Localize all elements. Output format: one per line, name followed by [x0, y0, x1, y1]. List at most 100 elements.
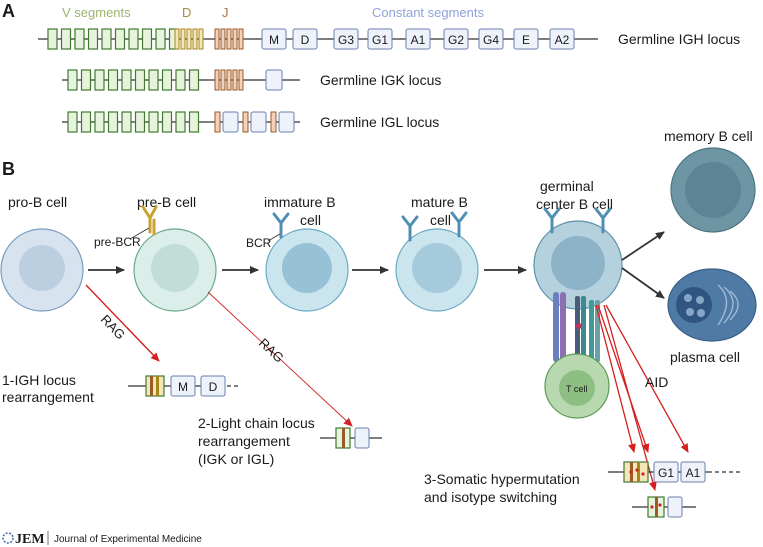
j-segment: [214, 69, 220, 91]
igh-constant-label: M: [269, 33, 279, 47]
v-segments-header: V segments: [62, 5, 131, 20]
v-segment: [87, 28, 99, 50]
t-cell: [544, 353, 610, 419]
mature-label-1: mature B: [411, 194, 468, 210]
igh-constant-label: G3: [338, 33, 354, 47]
igh-constant-a2: A2: [549, 28, 575, 50]
step2-line3: (IGK or IGL): [198, 451, 274, 467]
j-segment: [238, 69, 244, 91]
igh-constant-label: E: [522, 33, 530, 47]
journal-name: Journal of Experimental Medicine: [54, 534, 202, 545]
v-segment: [80, 111, 92, 133]
igk-locus-title: Germline IGK locus: [320, 72, 441, 88]
germinal-label-1: germinal: [540, 178, 594, 194]
igh-constant-m: M: [261, 28, 287, 50]
igh-constant-a1: A1: [405, 28, 431, 50]
d-segment: [198, 28, 204, 50]
igh-constant-g4: G4: [478, 28, 504, 50]
v-segment: [128, 28, 139, 50]
igh-constant-d: D: [292, 28, 318, 50]
plasma-cell: [667, 268, 757, 342]
igh-constant-g3: G3: [333, 28, 359, 50]
j-segment: [226, 69, 232, 91]
aid-label: AID: [645, 374, 668, 390]
memory-label: memory B cell: [664, 128, 753, 144]
plasma-label: plasma cell: [670, 349, 740, 365]
igh-constant-label: G1: [372, 33, 388, 47]
pro-b-cell: [0, 228, 84, 312]
igh-constant-label: D: [301, 33, 310, 47]
j-header: J: [222, 5, 229, 20]
v-segment: [60, 28, 72, 50]
igh-locus: M D G3 G1 A1 G2 G4 E A2: [38, 28, 598, 50]
v-segment: [101, 28, 112, 50]
panel-a-label: A: [2, 1, 15, 21]
step1-line1: 1-IGH locus: [2, 372, 76, 388]
panel-b-label: B: [2, 159, 15, 179]
step1-line2: rearrangement: [2, 389, 94, 405]
v-segment: [188, 111, 200, 133]
igh-constant-label: A1: [411, 33, 426, 47]
d-segment: [180, 28, 186, 50]
mature-bcr-receptors: [401, 211, 468, 242]
mature-label-2: cell: [430, 212, 451, 228]
d-header: D: [182, 5, 191, 20]
step3-mutated-light-chain: [632, 496, 696, 518]
v-segment: [47, 28, 58, 50]
v-segment: [121, 69, 132, 91]
rag-label-1: RAG: [98, 312, 128, 343]
immature-label-2: cell: [300, 212, 321, 228]
j-segment: [238, 28, 244, 50]
pre-b-cell: [133, 228, 217, 312]
constant-segment: [250, 111, 267, 133]
v-segment: [155, 28, 166, 50]
igh-constant-label: G4: [483, 33, 499, 47]
constant-segments-header: Constant segments: [372, 5, 485, 20]
v-segment: [107, 111, 119, 133]
immature-label-1: immature B: [264, 194, 336, 210]
igh-constant-e: E: [513, 28, 539, 50]
v-segment: [141, 28, 153, 50]
j-segment: [214, 111, 221, 133]
step3-line2: and isotype switching: [424, 489, 557, 505]
v-segment: [188, 69, 200, 91]
v-segment: [161, 69, 173, 91]
igh-constant-label: G2: [448, 33, 464, 47]
igh-constant-g2: G2: [443, 28, 469, 50]
d-segment: [174, 28, 180, 50]
step3-const-1: A1: [686, 466, 701, 480]
v-segment: [94, 69, 105, 91]
igh-locus-title: Germline IGH locus: [618, 31, 740, 47]
d-segment: [186, 28, 192, 50]
v-segment: [148, 111, 159, 133]
pre-bcr-receptor: [141, 205, 158, 236]
immature-b-cell: [265, 228, 349, 312]
jem-logo-text: JEM: [15, 532, 45, 547]
j-segment: [220, 69, 226, 91]
step1-const-0: M: [178, 380, 188, 394]
step2-line1: 2-Light chain locus: [198, 415, 315, 431]
v-segment: [67, 111, 78, 133]
step3-switched-locus: [608, 461, 742, 483]
germinal-label-2: center B cell: [536, 196, 613, 212]
v-segment: [80, 69, 92, 91]
t-cell-label: T cell: [566, 384, 587, 394]
step3-const-0: G1: [658, 466, 674, 480]
constant-segment: [278, 111, 295, 133]
igl-locus-title: Germline IGL locus: [320, 114, 439, 130]
v-segment: [134, 111, 146, 133]
igh-constant-label: A2: [555, 33, 570, 47]
bcr-label: BCR: [246, 236, 272, 250]
d-segment: [192, 28, 198, 50]
j-segment: [226, 28, 232, 50]
v-segment: [161, 111, 173, 133]
j-segment: [232, 69, 238, 91]
v-segment: [175, 111, 186, 133]
j-segment: [270, 111, 277, 133]
bcr-receptor: [272, 212, 290, 239]
germinal-center-b-cell: [533, 220, 623, 310]
j-segment: [214, 28, 220, 50]
step1-const-1: D: [209, 380, 218, 394]
step2-line2: rearrangement: [198, 433, 290, 449]
